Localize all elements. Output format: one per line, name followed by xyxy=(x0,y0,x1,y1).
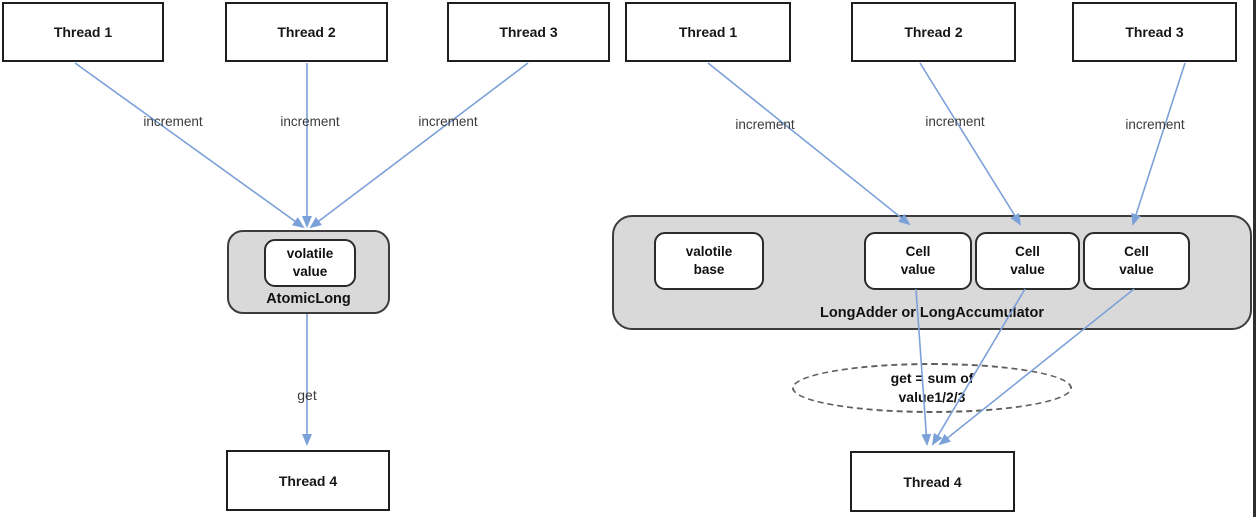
atomiclong-container: volatile value AtomicLong xyxy=(227,230,390,314)
right-thread3-label: Thread 3 xyxy=(1125,24,1184,40)
right-increment3-label: increment xyxy=(1125,117,1185,132)
left-thread3-label: Thread 3 xyxy=(499,24,558,40)
volatile-value-box: volatile value xyxy=(264,239,356,287)
right-thread2-label: Thread 2 xyxy=(904,24,963,40)
atomiclong-label: AtomicLong xyxy=(266,291,351,307)
right-thread1-node: Thread 1 xyxy=(625,2,791,62)
left-increment1-label: increment xyxy=(143,114,203,129)
right-thread1-label: Thread 1 xyxy=(678,24,738,40)
right-thread4-label: Thread 4 xyxy=(903,473,962,490)
left-thread1-node: Thread 1 xyxy=(2,2,164,62)
left-thread3-node: Thread 3 xyxy=(447,2,610,62)
arrow-right-thread3-increment xyxy=(1131,62,1186,226)
longadder-label: LongAdder or LongAccumulator xyxy=(820,305,1044,321)
longadder-container: valotile base Cell value Cell value Cell… xyxy=(612,215,1252,330)
cell-value-box-3: Cell value xyxy=(1083,232,1190,290)
left-thread2-node: Thread 2 xyxy=(225,2,388,62)
right-thread4-node: Thread 4 xyxy=(850,451,1015,512)
sum-ellipse: get = sum of value1/2/3 xyxy=(792,363,1072,413)
right-thread2-node: Thread 2 xyxy=(851,2,1016,62)
left-thread2-label: Thread 2 xyxy=(277,24,336,40)
left-thread1-label: Thread 1 xyxy=(53,24,113,40)
cell-value-box-2: Cell value xyxy=(975,232,1080,290)
arrow-left-thread3-increment xyxy=(309,62,529,229)
volatile-base-box: valotile base xyxy=(654,232,764,290)
right-increment1-label: increment xyxy=(735,117,795,132)
right-thread3-node: Thread 3 xyxy=(1072,2,1237,62)
left-increment2-label: increment xyxy=(280,114,340,129)
window-right-border xyxy=(1253,0,1256,517)
sum-note-text: get = sum of value1/2/3 xyxy=(890,370,974,405)
get-label: get xyxy=(297,387,317,403)
arrow-right-thread2-increment xyxy=(919,62,1022,226)
left-thread4-label: Thread 4 xyxy=(278,472,338,489)
right-increment2-label: increment xyxy=(925,114,985,129)
left-thread4-node: Thread 4 xyxy=(226,450,390,511)
cell-value-box-1: Cell value xyxy=(864,232,972,290)
arrow-right-thread1-increment xyxy=(707,62,911,226)
arrow-left-thread1-increment xyxy=(74,62,305,229)
left-increment3-label: increment xyxy=(418,114,478,129)
